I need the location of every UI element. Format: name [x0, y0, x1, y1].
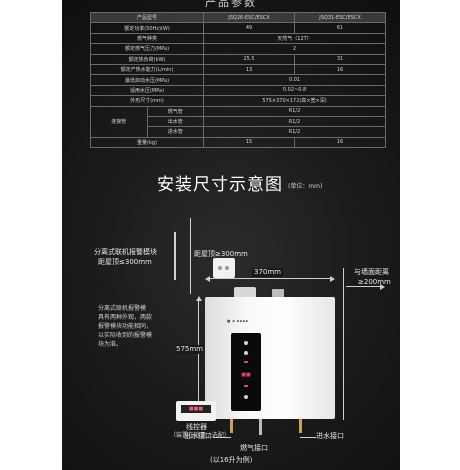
spec-label-cell: 额定热负荷(kW): [89, 53, 205, 65]
alarm-indicator-icon: [218, 266, 222, 270]
width-label: 370mm: [252, 268, 283, 277]
spec-value-cell: 575×370×172(高×宽×深): [203, 95, 386, 107]
alarm-note-line: 以实际收到的报警模: [98, 332, 153, 339]
ceiling-guide-line: [190, 218, 191, 294]
brand-logo: ■ ▪ ▪▪▪▪: [227, 319, 249, 323]
spec-value-cell: 25.5: [203, 53, 295, 65]
height-dimension-line: [198, 298, 199, 420]
spec-value-cell: R1/2: [203, 126, 386, 138]
footer-note: (以16升为例): [210, 456, 253, 464]
spec-label-cell: 重量(kg): [89, 136, 205, 149]
spec-value-cell: 49: [203, 22, 295, 34]
spec-value-cell: 15: [203, 136, 295, 149]
spec-value-cell: 0.01: [203, 74, 386, 86]
water-heater: ■ ▪ ▪▪▪▪ ■■: [205, 297, 335, 419]
power-icon: [244, 341, 248, 345]
controller-label: 线控器: [186, 423, 207, 431]
spec-value-cell: 61: [294, 22, 386, 34]
inlet-pipe: [299, 419, 302, 433]
settings-icon: [244, 395, 248, 399]
flue-outlet: [234, 287, 256, 297]
alarm-note-line: 报警模块功能相同，: [98, 323, 153, 330]
exhaust-port: [272, 289, 284, 297]
spec-label-cell: 额定功率(50Hz)(W): [89, 22, 205, 34]
inlet-leader-line: [300, 437, 316, 438]
height-arrow-up-icon: [195, 296, 202, 301]
spec-row: 额定燃气压力(MPa)2: [89, 43, 386, 55]
wall-line: [343, 268, 344, 420]
controller-sublabel: （装置在浴室 / 选配）: [170, 432, 230, 439]
ceiling-dimension-line: [174, 232, 176, 280]
spec-label-cell: 燃气管: [146, 105, 205, 117]
spec-value-cell: 16: [294, 136, 386, 149]
width-arrow-right-icon: [330, 275, 335, 282]
spec-value-cell: R1/2: [203, 115, 386, 128]
spec-row: 外形尺寸(mm)575×370×172(高×宽×深): [89, 95, 386, 107]
alarm-module: [213, 258, 235, 278]
spec-row: 最低启动水压(MPa)0.01: [89, 74, 386, 86]
spec-label-cell: 出水管: [146, 115, 205, 128]
spec-label-cell: 进水管: [146, 126, 205, 138]
mode-icon: [244, 351, 248, 355]
alarm-note-line: 具有两种外观，两款: [98, 314, 153, 321]
ceiling-distance-label: 距屋顶≥300mm: [194, 250, 248, 258]
alarm-module-label: 分离式联机报警模块: [94, 248, 157, 256]
gas-label: 燃气接口: [240, 444, 268, 452]
alarm-note-line: 分离式联机报警模: [98, 305, 147, 312]
alarm-distance-label: 距屋顶≤300mm: [98, 258, 152, 266]
width-dimension-line: [208, 278, 332, 279]
spec-row: 燃气种类天然气（12T）: [89, 32, 386, 45]
width-arrow-left-icon: [205, 275, 210, 282]
control-panel: ■■: [231, 333, 261, 411]
spec-label-cell: 额定产热水能力(L/min): [89, 63, 205, 76]
spec-value-cell: R1/2: [203, 105, 386, 117]
spec-value-cell: 0.02~0.8: [203, 84, 386, 97]
controller-display: ■■■: [181, 405, 211, 413]
spec-value-cell: 16: [294, 63, 386, 76]
spec-header-cell: JSQ31-ESC/ESCX: [294, 11, 386, 24]
wall-arrow-icon: [380, 283, 385, 290]
spec-value-cell: 13: [203, 63, 295, 76]
gas-pipe: [259, 419, 262, 435]
outlet-label: 出水接口: [184, 432, 212, 440]
temp-down-icon: [244, 385, 248, 387]
spec-table-title: 产品参数: [205, 0, 257, 9]
spec-label-cell: 外形尺寸(mm): [89, 95, 205, 107]
wall-dimension-line: [346, 286, 382, 287]
spec-header-cell: JSQ26-ESC/ESCX: [203, 11, 295, 24]
spec-value-cell: 2: [203, 43, 386, 55]
spec-label-cell: 适用水压(MPa): [89, 84, 205, 97]
spec-header-cell: 产品型号: [89, 11, 205, 24]
diagram-unit: (单位：mm): [288, 183, 323, 190]
temp-up-icon: [244, 361, 248, 363]
outlet-leader-line: [213, 437, 231, 438]
inlet-label: 进水接口: [316, 432, 344, 440]
spec-row: 适用水压(MPa)0.02~0.8: [89, 84, 386, 97]
outlet-pipe: [230, 419, 233, 433]
alarm-note-line: 块为准。: [98, 341, 123, 348]
spec-value-cell: 天然气（12T）: [203, 32, 386, 45]
height-label: 575mm: [176, 345, 203, 354]
wall-distance-label-2: ≥200mm: [358, 278, 391, 286]
spec-label-cell: 额定燃气压力(MPa): [89, 43, 205, 55]
alarm-indicator-icon: [225, 266, 229, 270]
spec-label-cell: 燃气种类: [89, 32, 205, 45]
wired-controller: ■■■: [176, 401, 216, 421]
spec-group-cell: 连接管: [90, 105, 148, 138]
spec-label-cell: 最低启动水压(MPa): [89, 74, 205, 86]
panel-display: ■■: [241, 372, 251, 378]
spec-value-cell: 31: [294, 53, 386, 65]
diagram-title: 安装尺寸示意图: [157, 175, 283, 195]
wall-distance-label-1: 与墙面距离: [354, 268, 389, 276]
